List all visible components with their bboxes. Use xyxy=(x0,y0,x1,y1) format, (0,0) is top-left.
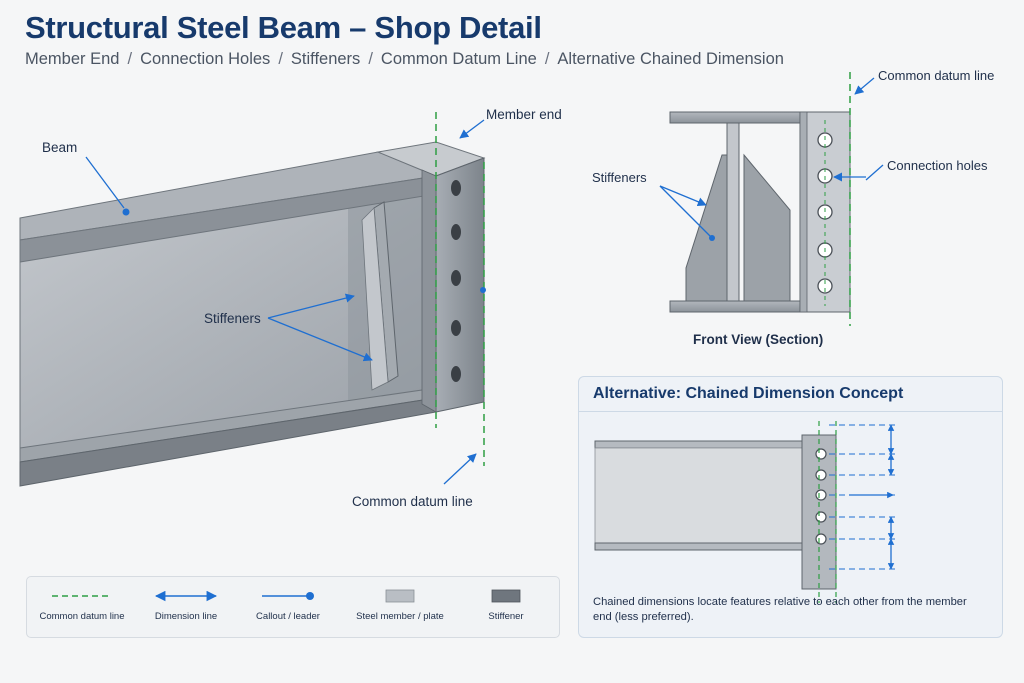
page-title: Structural Steel Beam – Shop Detail xyxy=(25,10,542,45)
legend-label: Steel member / plate xyxy=(356,611,444,622)
member-end-label: Member end xyxy=(486,107,562,122)
breadcrumb-separator: / xyxy=(368,50,373,68)
alt-hole xyxy=(815,511,827,523)
front-view-section: Common datum line Connection holes Stiff… xyxy=(592,68,994,347)
alt-beam-web xyxy=(594,447,803,544)
breadcrumb-item-member-end[interactable]: Member End xyxy=(25,50,120,68)
breadcrumb-item-stiffeners[interactable]: Stiffeners xyxy=(290,50,361,68)
alt-chained-dimensions xyxy=(849,424,895,570)
legend-item-stiffener: Stiffener xyxy=(451,577,561,639)
legend-label: Common datum line xyxy=(39,611,125,622)
front-stiffener-left xyxy=(685,154,728,302)
breadcrumb: Member End / Connection Holes / Stiffeners / C… xyxy=(25,50,784,69)
alternative-divider xyxy=(579,411,1002,412)
alternative-note: Chained dimensions locate features relat… xyxy=(593,596,967,623)
alt-hole xyxy=(815,448,827,460)
legend-item-dimension: Dimension line xyxy=(131,577,241,639)
stiffener-swatch-icon xyxy=(491,589,521,603)
leader-dot-icon xyxy=(262,592,314,600)
iso-beam-view: Beam Member end Stiffeners Common datum … xyxy=(19,107,562,509)
beam-leader-dot xyxy=(122,208,130,216)
alternative-diagram xyxy=(594,421,895,603)
breadcrumb-item-common-datum-line[interactable]: Common Datum Line xyxy=(380,50,537,68)
front-stiffener-right xyxy=(743,153,791,302)
legend-label: Stiffener xyxy=(488,611,524,622)
iso-hole xyxy=(451,180,461,196)
legend-label: Callout / leader xyxy=(256,611,320,622)
front-bottom-flange xyxy=(669,300,801,313)
alt-hole xyxy=(815,489,827,501)
iso-hole xyxy=(451,224,461,240)
breadcrumb-separator: / xyxy=(278,50,283,68)
iso-datum-leader xyxy=(443,453,477,485)
front-holes-leader-diag xyxy=(865,164,884,181)
front-hole xyxy=(817,278,833,294)
front-end-plate-edge xyxy=(799,111,808,313)
iso-hole xyxy=(451,320,461,336)
breadcrumb-separator: / xyxy=(127,50,133,68)
breadcrumb-separator: / xyxy=(544,50,550,68)
alt-hole xyxy=(815,469,827,481)
legend-label: Dimension line xyxy=(154,611,218,622)
alt-beam-bottom-flange xyxy=(594,542,803,551)
alternative-panel: Alternative: Chained Dimension Concept xyxy=(578,376,1003,638)
front-datum-leader xyxy=(854,77,875,95)
alt-extension-lines xyxy=(829,424,895,570)
iso-stiffener-face xyxy=(361,207,389,391)
breadcrumb-item-alternative-chained-dimension[interactable]: Alternative Chained Dimension xyxy=(557,50,784,68)
legend: Common datum line Dimension line Callout… xyxy=(26,576,560,638)
iso-stiffeners-leader-1 xyxy=(267,293,355,319)
beam-leader xyxy=(85,156,125,209)
breadcrumb-item-connection-holes[interactable]: Connection Holes xyxy=(140,50,271,68)
iso-stiffeners-label: Stiffeners xyxy=(204,311,261,326)
front-stiffeners-label: Stiffeners xyxy=(592,170,647,185)
member-end-leader xyxy=(459,119,485,139)
alt-beam-top-flange xyxy=(594,440,803,449)
iso-hole xyxy=(451,270,461,286)
alt-hole xyxy=(815,533,827,545)
datum-callout-dot xyxy=(480,287,486,293)
front-stiffeners-leader-2 xyxy=(659,185,712,238)
iso-datum-label: Common datum line xyxy=(352,494,473,509)
double-arrow-icon xyxy=(154,590,218,602)
steel-swatch-icon xyxy=(385,589,415,603)
legend-item-datum: Common datum line xyxy=(27,577,137,639)
front-holes-label: Connection holes xyxy=(887,158,988,173)
front-stiffeners-leader-1 xyxy=(659,185,707,207)
front-web xyxy=(726,122,740,302)
dashed-line-icon xyxy=(52,595,112,597)
legend-item-callout: Callout / leader xyxy=(233,577,343,639)
front-view-caption: Front View (Section) xyxy=(693,332,823,347)
alternative-title: Alternative: Chained Dimension Concept xyxy=(593,385,904,402)
front-stiffeners-leader-dot xyxy=(709,235,715,241)
end-plate-side xyxy=(421,169,437,413)
iso-hole xyxy=(451,366,461,382)
iso-stiffeners-leader-2 xyxy=(267,317,373,362)
beam-label: Beam xyxy=(42,140,77,155)
front-top-flange xyxy=(669,111,801,124)
front-datum-label: Common datum line xyxy=(878,68,994,83)
legend-item-steel: Steel member / plate xyxy=(345,577,455,639)
